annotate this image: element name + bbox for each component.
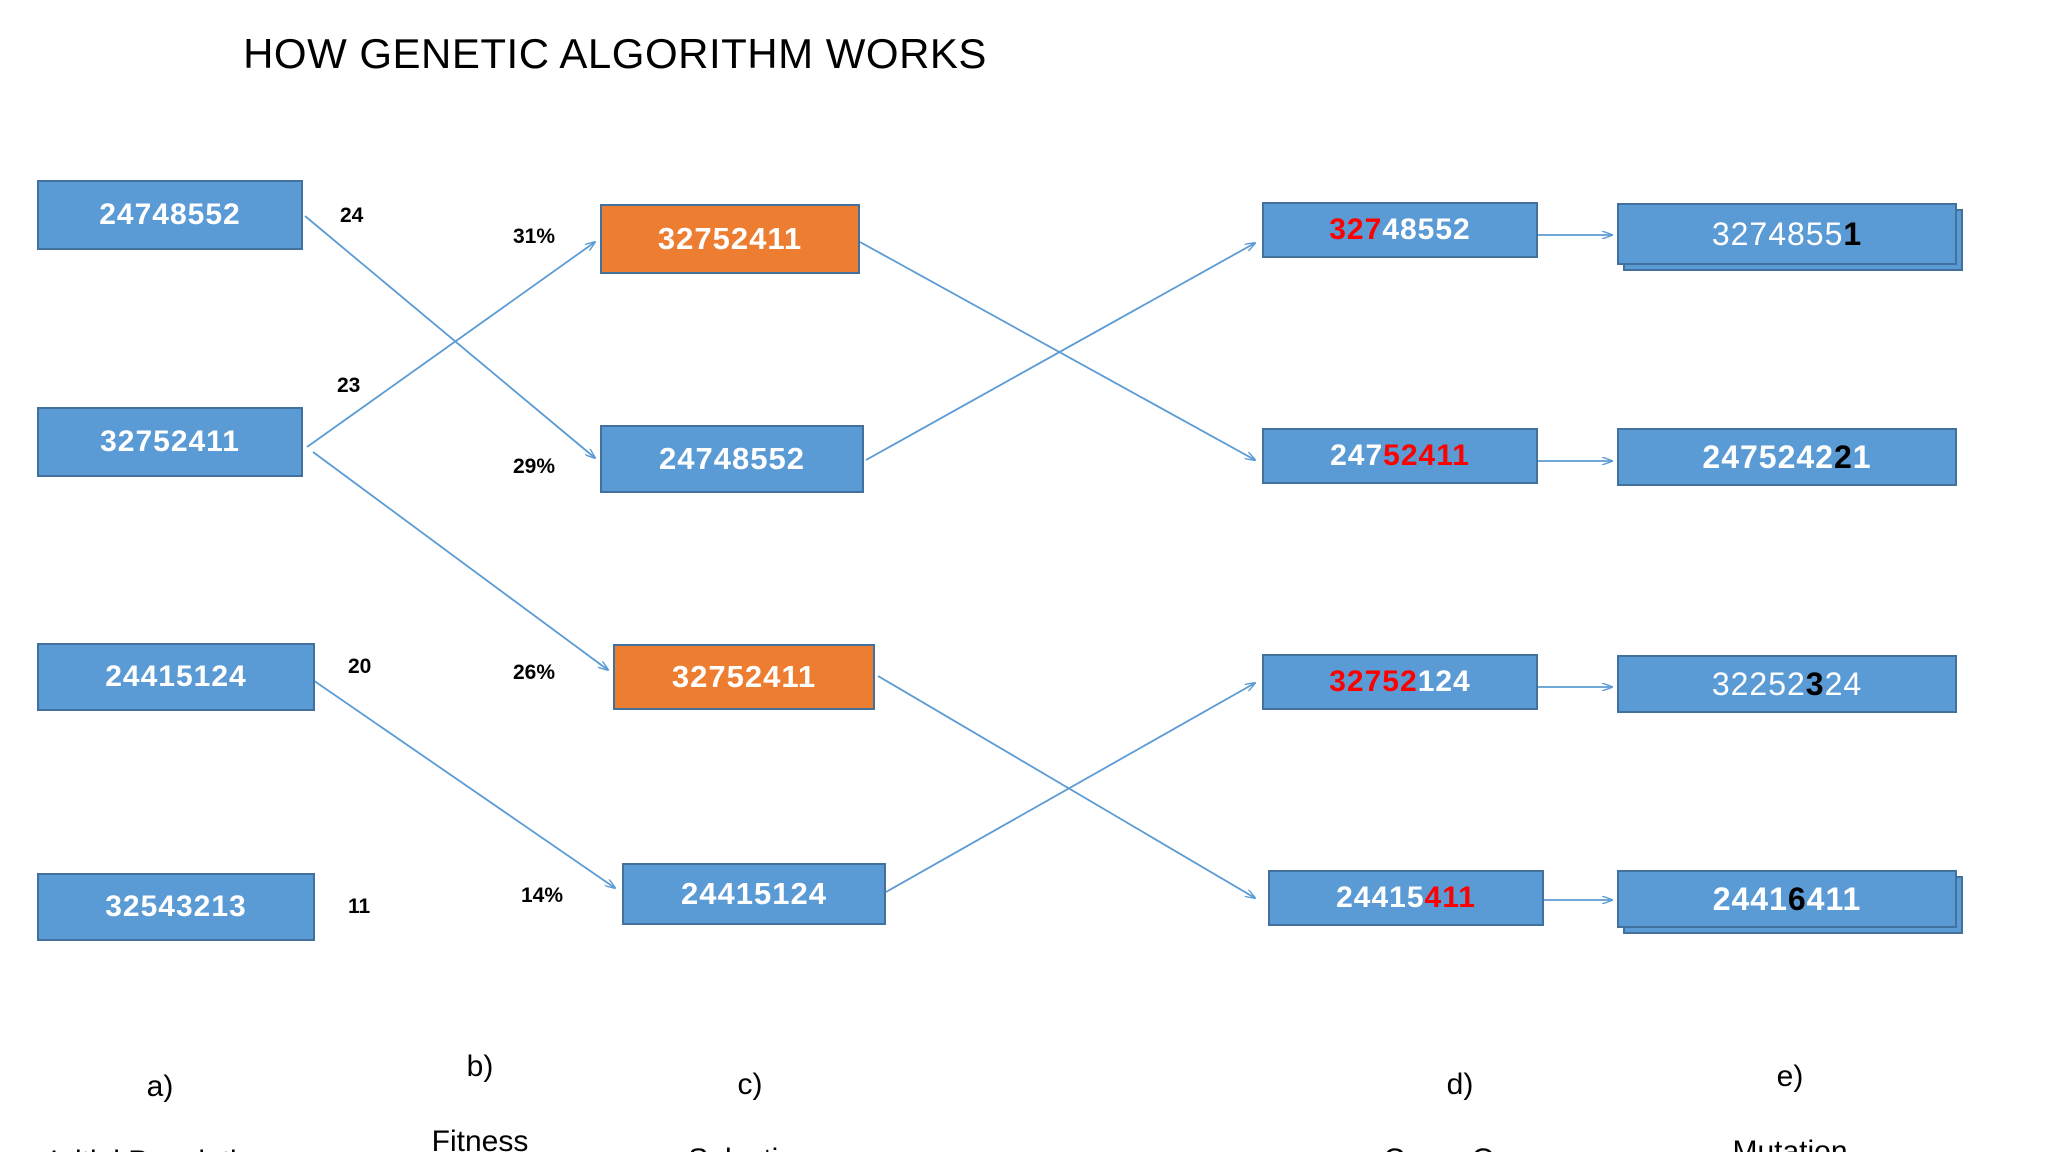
fitness-percent-2: 29%: [513, 455, 556, 478]
mutation-segment-unchanged: 2441: [1712, 880, 1788, 917]
caption-label: Fitness Function: [431, 1124, 529, 1152]
caption-letter: d): [1446, 1067, 1474, 1101]
caption-mutation: e) Mutation: [1680, 1020, 1900, 1152]
selection-box-2[interactable]: 24748552: [600, 425, 864, 493]
selection-box-4[interactable]: 24415124: [622, 863, 886, 925]
caption-fitness-function: b) Fitness Function: [380, 1010, 580, 1152]
mutation-segment-mutated: 6: [1787, 880, 1807, 917]
chromosome-value: 24748552: [659, 441, 805, 476]
chromosome-value: 24415124: [105, 660, 247, 693]
mutation-segment-tail: 1: [1852, 438, 1872, 475]
crossover-segment-parent-a: 247: [1330, 439, 1384, 472]
fitness-percent-1: 31%: [513, 225, 556, 248]
fitness-score-1: 24: [340, 204, 364, 227]
caption-selection: c) Selection: [640, 1028, 860, 1152]
selection-box-3[interactable]: 32752411: [613, 644, 875, 710]
chromosome-value: 32543213: [105, 890, 247, 923]
caption-letter: a): [146, 1069, 174, 1103]
fitness-percent-3: 26%: [513, 661, 556, 684]
initial-population-box-1[interactable]: 24748552: [37, 180, 303, 250]
caption-label: Cross-Over: [1340, 1141, 1580, 1152]
caption-label: Initial Population: [20, 1143, 300, 1152]
fitness-score-3: 20: [348, 655, 372, 678]
fitness-score-4: 11: [348, 895, 371, 918]
mutation-segment-mutated: 1: [1843, 215, 1863, 252]
mutation-segment-unchanged: 2475242: [1702, 438, 1834, 475]
chromosome-value: 24748552: [99, 198, 241, 231]
chromosome-value: 32752411: [100, 425, 240, 458]
mutation-segment-unchanged: 3274855: [1711, 215, 1844, 252]
initial-population-box-3[interactable]: 24415124: [37, 643, 315, 711]
crossover-segment-parent-b: 124: [1417, 665, 1471, 698]
crossover-segment-parent-b: 48552: [1382, 213, 1471, 246]
page-title: HOW GENETIC ALGORITHM WORKS: [243, 30, 987, 77]
selection-box-1[interactable]: 32752411: [600, 204, 860, 274]
caption-letter: c): [737, 1067, 763, 1101]
mutation-segment-tail: 411: [1806, 880, 1862, 917]
initial-population-box-2[interactable]: 32752411: [37, 407, 303, 477]
caption-letter: b): [466, 1049, 494, 1083]
chromosome-value: 32752411: [657, 221, 803, 256]
crossover-segment-parent-b: 52411: [1383, 439, 1470, 472]
crossover-segment-parent-a: 327: [1329, 213, 1383, 246]
initial-population-box-4[interactable]: 32543213: [37, 873, 315, 941]
crossover-segment-parent-a: 32752: [1329, 665, 1418, 698]
caption-initial-population: a) Initial Population: [20, 1030, 300, 1152]
mutation-segment-unchanged: 32252: [1711, 665, 1806, 702]
fitness-percent-4: 14%: [521, 884, 564, 907]
mutation-segment-mutated: 2: [1833, 438, 1853, 475]
fitness-score-2: 23: [337, 374, 361, 397]
caption-letter: e): [1776, 1059, 1804, 1093]
caption-label: Mutation: [1732, 1134, 1848, 1152]
chromosome-value: 32752411: [671, 659, 817, 694]
caption-label: Selection: [640, 1141, 860, 1152]
chromosome-value: 24415124: [681, 876, 827, 911]
crossover-segment-parent-a: 24415: [1336, 881, 1425, 914]
mutation-segment-tail: 24: [1824, 665, 1863, 702]
crossover-segment-parent-b: 411: [1424, 881, 1476, 914]
caption-crossover: d) Cross-Over: [1340, 1028, 1580, 1152]
mutation-segment-mutated: 3: [1805, 665, 1825, 702]
